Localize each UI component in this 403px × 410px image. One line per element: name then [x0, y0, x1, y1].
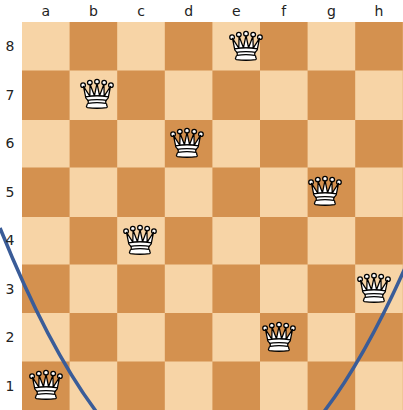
- queen-c4: [124, 225, 157, 254]
- file-label: e: [232, 3, 241, 19]
- rank-label: 3: [6, 281, 15, 297]
- rank-label: 4: [6, 232, 15, 248]
- rank-label: 5: [6, 184, 15, 200]
- rank-label: 8: [6, 38, 15, 54]
- rank-label: 2: [6, 329, 15, 345]
- rank-label: 7: [6, 87, 15, 103]
- file-label: h: [375, 3, 384, 19]
- rank-label: 1: [6, 378, 15, 394]
- queen-e8: [230, 31, 263, 60]
- parabola-curve: [0, 228, 403, 410]
- board-squares: [22, 22, 403, 410]
- queen-d6: [171, 128, 204, 157]
- queen-g5: [309, 176, 342, 205]
- queen-b7: [81, 79, 114, 108]
- file-label: b: [89, 3, 98, 19]
- file-label: f: [281, 3, 286, 19]
- queen-a1: [30, 370, 63, 399]
- file-label: a: [42, 3, 51, 19]
- rank-label: 6: [6, 135, 15, 151]
- file-label: c: [137, 3, 145, 19]
- queen-h3: [358, 273, 391, 302]
- queen-f2: [263, 322, 296, 351]
- file-label: g: [327, 3, 336, 19]
- file-label: d: [184, 3, 193, 19]
